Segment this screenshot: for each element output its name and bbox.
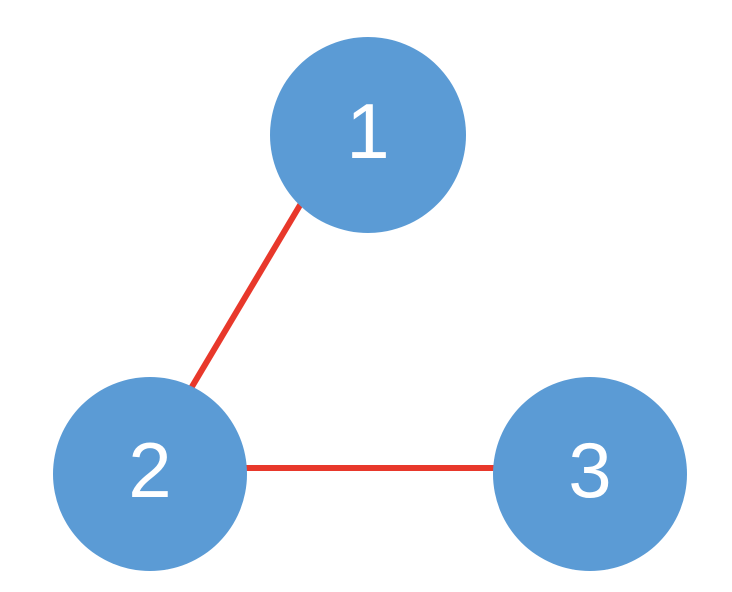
node-1-label: 1 <box>346 87 389 175</box>
node-3[interactable]: 3 <box>493 377 687 571</box>
edge-node1-node2[interactable] <box>187 183 315 392</box>
node-3-label: 3 <box>568 426 611 514</box>
node-1[interactable]: 1 <box>270 37 466 233</box>
node-3-circle[interactable] <box>493 377 687 571</box>
node-2-circle[interactable] <box>53 377 247 571</box>
node-1-circle[interactable] <box>270 37 466 233</box>
node-2[interactable]: 2 <box>53 377 247 571</box>
node-2-label: 2 <box>128 426 171 514</box>
